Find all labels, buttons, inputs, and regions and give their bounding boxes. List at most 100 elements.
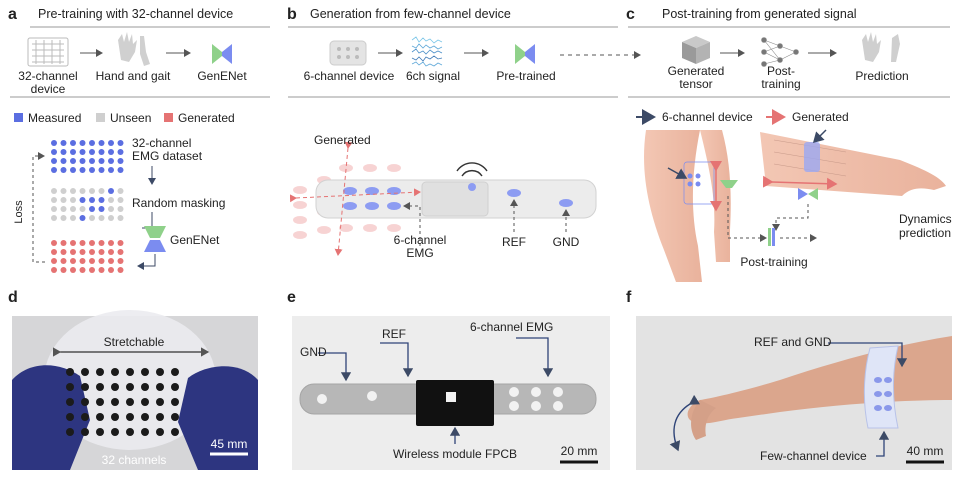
channel-dot [117,249,124,255]
electrode-dot [171,368,179,376]
channel-dot [89,206,95,212]
fpcb-module [416,380,494,426]
ref-label-e: REF [382,327,406,341]
panel-label-c: c [626,6,635,23]
device-arrow-f [876,430,890,457]
gnd-label-e: GND [300,345,327,359]
channel-dot [117,167,124,173]
channel-dot [108,267,114,273]
channel-dot [60,258,67,264]
electrode-dot [81,398,89,406]
pretrained-net-icon [515,44,535,64]
electrode-dot [66,368,74,376]
channel-dot [89,167,95,173]
fpcb-chip [446,392,456,402]
loss-label: Loss [13,200,25,224]
channel-dot [89,215,95,221]
channel-dot [98,258,105,264]
channel-dot [117,149,124,155]
channel-dot [108,188,114,194]
emg-label-e: 6-channel EMG [470,320,553,334]
panel-c: c Post-training from generated signal Ge… [626,6,952,282]
channel-dot [89,267,95,273]
step-32ch-label: 32-channel [18,69,77,83]
channel-dot [70,240,76,246]
channel-dot [51,197,57,203]
genenet-block-icon [144,226,166,252]
electrode-dot [126,398,134,406]
network-graph-icon [761,37,799,67]
post-training-flow-right [772,204,809,231]
channel-dot [60,267,67,273]
electrode-dot [156,383,164,391]
generated-dot-grid [51,240,124,273]
channel-dot [79,158,86,164]
channel-dot [60,149,67,155]
channel-dot [70,188,76,194]
wireless-signal-icon [456,162,488,177]
electrode-dot [141,413,149,421]
electrode-dot [141,428,149,436]
legend-measured: Measured [28,111,81,125]
channel-dot [51,267,57,273]
panel-b-title: Generation from few-channel device [310,7,511,21]
channel-dot [89,140,95,146]
forearm-device-arrow [812,129,827,144]
channel-dot [70,249,76,255]
channel-dot [108,158,114,164]
legend-device-label: 6-channel device [662,110,753,124]
channel-dot [98,140,105,146]
electrode-dot [111,428,119,436]
panel-label-e: e [287,289,296,306]
channel-dot [60,158,67,164]
electrode-dot [66,398,74,406]
device-32ch-icon [27,37,69,67]
channel-dot [60,197,67,203]
channel-dot [117,240,124,246]
channel-dot [70,158,76,164]
electrode-dot [81,368,89,376]
post-training-label: Post-training [740,255,807,269]
channel-dot [79,240,86,246]
post-training-net-icon [720,180,818,200]
channel-dot [60,167,67,173]
channel-dot [98,215,105,221]
legend-generated-label-c: Generated [792,110,849,124]
channel-dot [79,206,86,212]
electrode-dot [111,398,119,406]
electrode-dot [66,428,74,436]
electrode-dot [171,413,179,421]
stretchable-label: Stretchable [104,335,165,349]
channel-dot [108,240,114,246]
electrode-dot [126,428,134,436]
channel-dot [108,167,114,173]
channel-dot [70,149,76,155]
channel-dot [79,215,86,221]
electrode-dot [126,413,134,421]
scale-label-e: 20 mm [561,444,598,458]
forearm-generated-arrow [762,175,838,190]
channel-dot [108,249,114,255]
channel-dot [89,149,95,155]
channel-dot [51,188,57,194]
scale-label-d: 45 mm [211,437,248,451]
channel-dot [51,249,57,255]
step-post-training-label-2: training [761,77,800,91]
ref-gnd-label: REF and GND [754,335,832,349]
channel-dot [89,188,95,194]
panel-a-title: Pre-training with 32-channel device [38,7,233,21]
step-post-training-label: Post- [767,64,795,78]
legend-generated-swatch [164,113,173,122]
channel-dot [89,249,95,255]
panel-e: e GND REF 6-channel EMG Wireless module … [287,289,610,470]
channel-dot [117,215,124,221]
electrode-array-32 [66,368,179,436]
channel-dot [51,215,57,221]
electrode-dot [96,383,104,391]
few-channel-device-label: Few-channel device [760,449,867,463]
device-6ch-icon [329,40,367,66]
signal-waveform-icon [411,36,443,67]
few-channel-band [863,345,899,429]
channel-dot [98,158,105,164]
legend-unseen: Unseen [110,111,151,125]
